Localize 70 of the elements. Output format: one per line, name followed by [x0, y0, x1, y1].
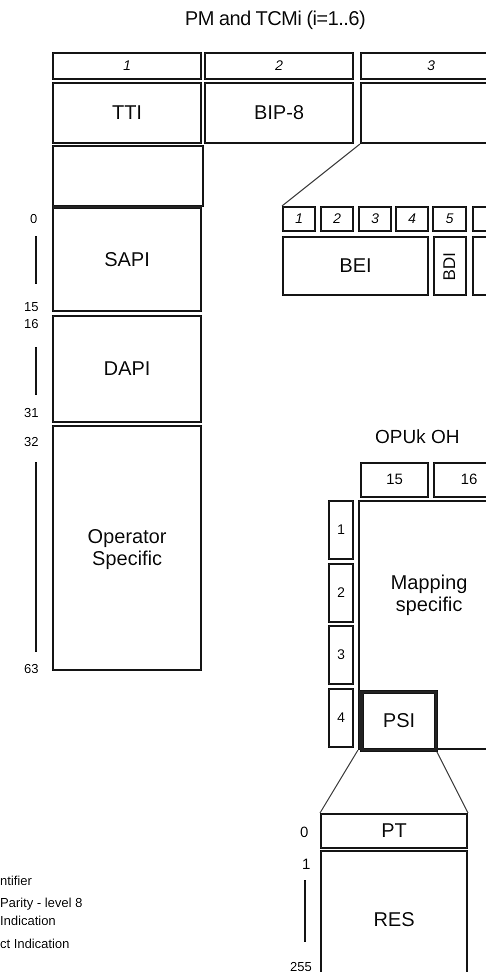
field-label: Mapping specific — [390, 572, 468, 616]
note-text: Indication — [0, 914, 56, 927]
field-label: 3 — [337, 647, 345, 663]
field-box — [360, 52, 486, 80]
field-box — [433, 236, 467, 296]
diagram-title: PM and TCMi (i=1..6) — [184, 8, 366, 31]
note-text: 255 — [290, 960, 312, 972]
field-box — [328, 625, 354, 685]
field-label: 4 — [337, 710, 345, 726]
section-heading: OPUk OH — [375, 428, 460, 447]
field-box — [358, 206, 392, 232]
field-label: 2 — [275, 58, 283, 74]
field-box — [320, 813, 468, 849]
empty-field-box — [52, 145, 204, 207]
field-label: 15 — [386, 472, 403, 488]
note-text: ntifier — [0, 874, 32, 887]
field-box — [433, 462, 486, 498]
field-box — [432, 206, 467, 232]
field-box — [52, 82, 202, 144]
expansion-line — [319, 750, 359, 814]
note-text: 16 — [24, 317, 38, 330]
field-label: 1 — [123, 58, 131, 74]
note-text: 15 — [24, 300, 38, 313]
note-text: 0 — [30, 212, 38, 225]
field-box — [328, 500, 354, 560]
field-box — [360, 462, 429, 498]
expansion-line — [282, 144, 360, 206]
field-label: 5 — [446, 211, 454, 227]
field-label: RES — [373, 909, 415, 931]
field-box — [204, 82, 354, 144]
field-label: PSI — [382, 710, 416, 732]
note-text: ct Indication — [0, 937, 70, 950]
field-label: DAPI — [104, 358, 150, 380]
field-box — [358, 500, 486, 750]
note-text: 63 — [24, 662, 38, 675]
note-text: 32 — [24, 435, 38, 448]
field-label: 4 — [408, 211, 416, 227]
field-label: BEI — [339, 255, 372, 277]
field-label: 2 — [333, 211, 341, 227]
field-box — [204, 52, 354, 80]
field-label: 1 — [295, 211, 303, 227]
expansion-line — [435, 750, 469, 814]
field-label: SAPI — [104, 248, 150, 270]
note-text: Parity - level 8 — [0, 896, 82, 909]
note-text: 31 — [24, 406, 38, 419]
field-box — [320, 206, 354, 232]
note-text: 1 — [302, 857, 310, 872]
field-label: TTI — [112, 102, 142, 124]
field-box — [52, 207, 202, 312]
field-box — [320, 850, 468, 972]
field-box — [52, 425, 202, 671]
field-box — [282, 206, 316, 232]
field-label: 3 — [371, 211, 379, 227]
field-label: 3 — [427, 58, 435, 74]
field-label: BIP-8 — [254, 102, 304, 124]
field-label: 1 — [337, 522, 345, 538]
field-label: PT — [381, 820, 407, 842]
field-box — [52, 315, 202, 423]
note-text: 0 — [300, 825, 308, 840]
field-box — [282, 236, 429, 296]
field-box — [328, 563, 354, 623]
field-label: BDI — [440, 252, 460, 280]
field-box — [360, 690, 438, 752]
field-box — [395, 206, 429, 232]
field-label: 16 — [460, 472, 478, 488]
field-box — [328, 688, 354, 748]
field-box — [52, 52, 202, 80]
field-label: 2 — [337, 585, 345, 601]
empty-field-box — [360, 82, 486, 144]
field-label: Operator Specific — [86, 526, 168, 570]
